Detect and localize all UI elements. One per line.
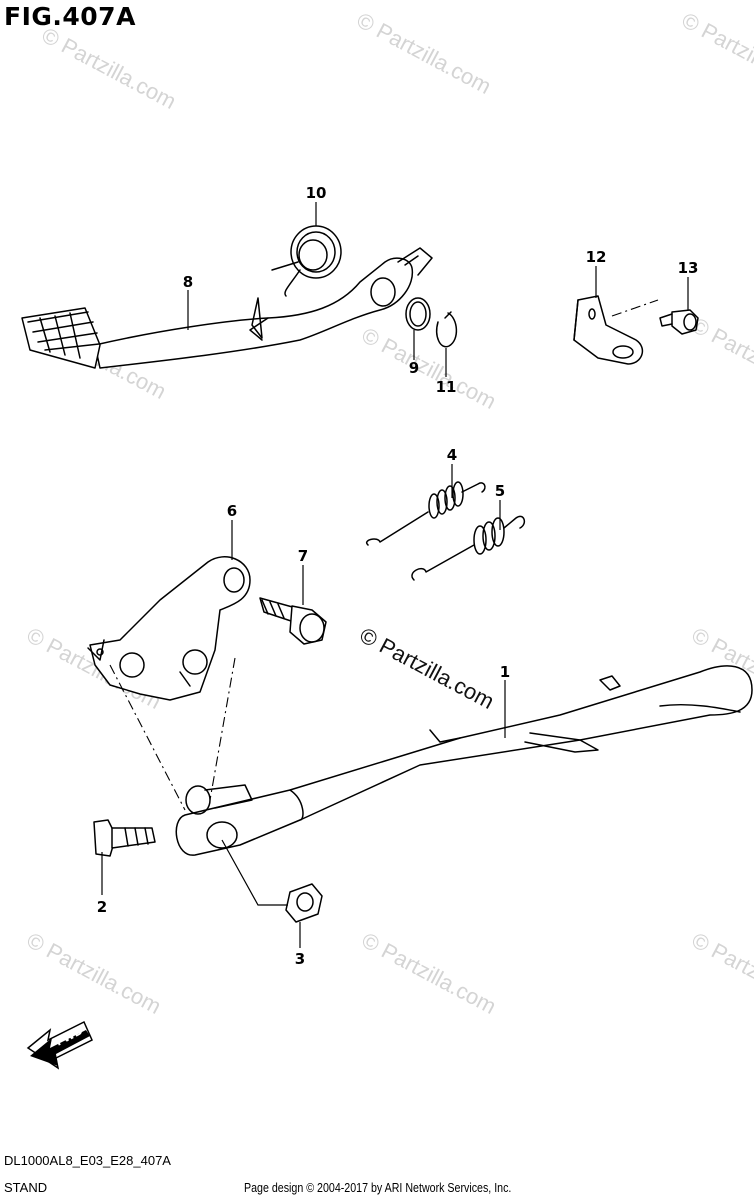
return-spring-part[interactable] bbox=[271, 225, 342, 297]
pedal-part[interactable] bbox=[21, 247, 433, 369]
watermark: © Partzilla.com bbox=[678, 7, 754, 99]
watermark: © Partzilla.com bbox=[358, 322, 501, 414]
watermark: © Partzilla.com bbox=[353, 7, 496, 99]
circlip-part[interactable] bbox=[436, 311, 458, 348]
callouts: 1 2 3 4 5 6 7 8 9 10 11 12 13 bbox=[97, 184, 699, 968]
callout-9[interactable]: 9 bbox=[409, 359, 419, 377]
watermark: © Partzilla.com bbox=[23, 927, 166, 1019]
side-stand-part[interactable] bbox=[175, 665, 753, 856]
callout-11[interactable]: 11 bbox=[436, 378, 457, 396]
bolt-part-7[interactable] bbox=[259, 597, 327, 645]
watermark: © Partzilla.com bbox=[358, 927, 501, 1019]
figure-title: FIG.407A bbox=[4, 2, 136, 31]
callout-10[interactable]: 10 bbox=[306, 184, 327, 202]
callout-1[interactable]: 1 bbox=[500, 663, 510, 681]
callout-6[interactable]: 6 bbox=[227, 502, 237, 520]
bracket-part-6[interactable] bbox=[87, 556, 251, 701]
spring-part-5[interactable] bbox=[411, 515, 526, 581]
bracket-part-12[interactable] bbox=[573, 295, 644, 365]
watermark-center: © Partzilla.com bbox=[356, 622, 499, 714]
figure-code: DL1000AL8_E03_E28_407A bbox=[4, 1153, 171, 1168]
leader-lines bbox=[101, 202, 689, 948]
watermark: © Partzilla.com bbox=[688, 927, 754, 1019]
watermark: © Partzilla.com bbox=[688, 312, 754, 404]
callout-13[interactable]: 13 bbox=[678, 259, 699, 277]
fwd-arrow-icon: FWD bbox=[26, 1020, 93, 1070]
watermark: © Partzilla.com bbox=[38, 22, 181, 114]
callout-5[interactable]: 5 bbox=[495, 482, 505, 500]
callout-8[interactable]: 8 bbox=[183, 273, 193, 291]
callout-3[interactable]: 3 bbox=[295, 950, 305, 968]
callout-2[interactable]: 2 bbox=[97, 898, 107, 916]
copyright-notice: Page design © 2004-2017 by ARI Network S… bbox=[244, 1180, 512, 1195]
section-name: STAND bbox=[4, 1180, 48, 1195]
nut-part[interactable] bbox=[285, 883, 323, 923]
washer-part[interactable] bbox=[405, 297, 431, 331]
watermarks: © Partzilla.com © Partzilla.com © Partzi… bbox=[23, 7, 754, 1019]
callout-4[interactable]: 4 bbox=[447, 446, 457, 464]
alignment-lines bbox=[109, 299, 659, 811]
callout-7[interactable]: 7 bbox=[298, 547, 308, 565]
bolt-part-2[interactable] bbox=[93, 819, 156, 857]
callout-12[interactable]: 12 bbox=[586, 248, 607, 266]
spring-part-4[interactable] bbox=[365, 481, 486, 546]
bolt-part-13[interactable] bbox=[659, 309, 699, 335]
